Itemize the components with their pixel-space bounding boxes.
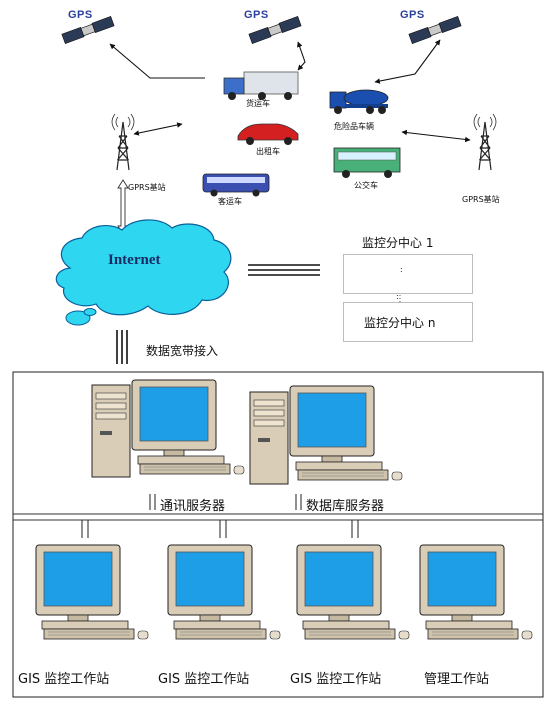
ws2-bus-link bbox=[219, 520, 227, 538]
workstation-1-icon bbox=[35, 544, 149, 640]
comm-server-bus-link bbox=[149, 494, 156, 510]
internet-subcenter-link bbox=[248, 264, 320, 276]
ws1-bus-link bbox=[81, 520, 89, 538]
taxi-label: 出租车 bbox=[256, 147, 280, 156]
tower-right-link bbox=[401, 129, 471, 143]
workstation-4-icon bbox=[419, 544, 533, 640]
db-server-bus-link bbox=[295, 494, 302, 510]
workstation-3-icon bbox=[296, 544, 410, 640]
comm-server-icon bbox=[91, 379, 245, 478]
subcenter-n-label: 监控分中心 n bbox=[364, 316, 436, 330]
data-center-frame bbox=[12, 371, 544, 698]
subcenter-ellipsis-top: : bbox=[400, 265, 403, 274]
gprs-tower-left-icon bbox=[111, 113, 135, 171]
subcenter-box-top: : bbox=[343, 254, 473, 294]
gps-label-1: GPS bbox=[68, 9, 93, 21]
taxi-icon bbox=[237, 123, 299, 145]
broadband-link bbox=[116, 330, 128, 364]
gps-label-2: GPS bbox=[244, 9, 269, 21]
lan-bus bbox=[13, 513, 543, 521]
workstation-4-label: 管理工作站 bbox=[424, 672, 490, 687]
tower-left-link bbox=[133, 122, 183, 136]
comm-server-label: 通讯服务器 bbox=[160, 499, 226, 514]
gps-label-3: GPS bbox=[400, 9, 425, 21]
gprs-station-left-label: GPRS基站 bbox=[128, 183, 166, 192]
coach-icon bbox=[202, 173, 270, 197]
workstation-2-icon bbox=[167, 544, 281, 640]
coach-label: 客运车 bbox=[218, 197, 242, 206]
subcenter-ellipsis-mid: : bbox=[396, 292, 399, 301]
gps-link-left bbox=[109, 43, 205, 79]
broadband-label: 数据宽带接入 bbox=[146, 344, 219, 358]
workstation-3-label: GIS 监控工作站 bbox=[290, 672, 382, 687]
gps-link-middle bbox=[297, 41, 306, 71]
hazmat-vehicle-icon bbox=[329, 89, 389, 114]
db-server-icon bbox=[249, 385, 403, 485]
ws3-bus-link bbox=[351, 520, 359, 538]
hazmat-label: 危险品车辆 bbox=[334, 122, 374, 131]
gps-link-right bbox=[374, 39, 441, 84]
bus-label: 公交车 bbox=[354, 181, 378, 190]
gprs-tower-right-icon bbox=[473, 113, 497, 171]
workstation-1-label: GIS 监控工作站 bbox=[18, 672, 110, 687]
subcenter-box-bottom: 监控分中心 n bbox=[343, 302, 473, 342]
internet-label: Internet bbox=[108, 252, 161, 268]
workstation-2-label: GIS 监控工作站 bbox=[158, 672, 250, 687]
subcenter-1-label: 监控分中心 1 bbox=[362, 236, 434, 250]
internet-cloud bbox=[55, 219, 232, 316]
gprs-station-right-label: GPRS基站 bbox=[462, 195, 500, 204]
bus-icon bbox=[333, 147, 401, 178]
db-server-label: 数据库服务器 bbox=[306, 499, 385, 514]
truck-icon bbox=[223, 71, 299, 100]
truck-label: 货运车 bbox=[246, 99, 270, 108]
